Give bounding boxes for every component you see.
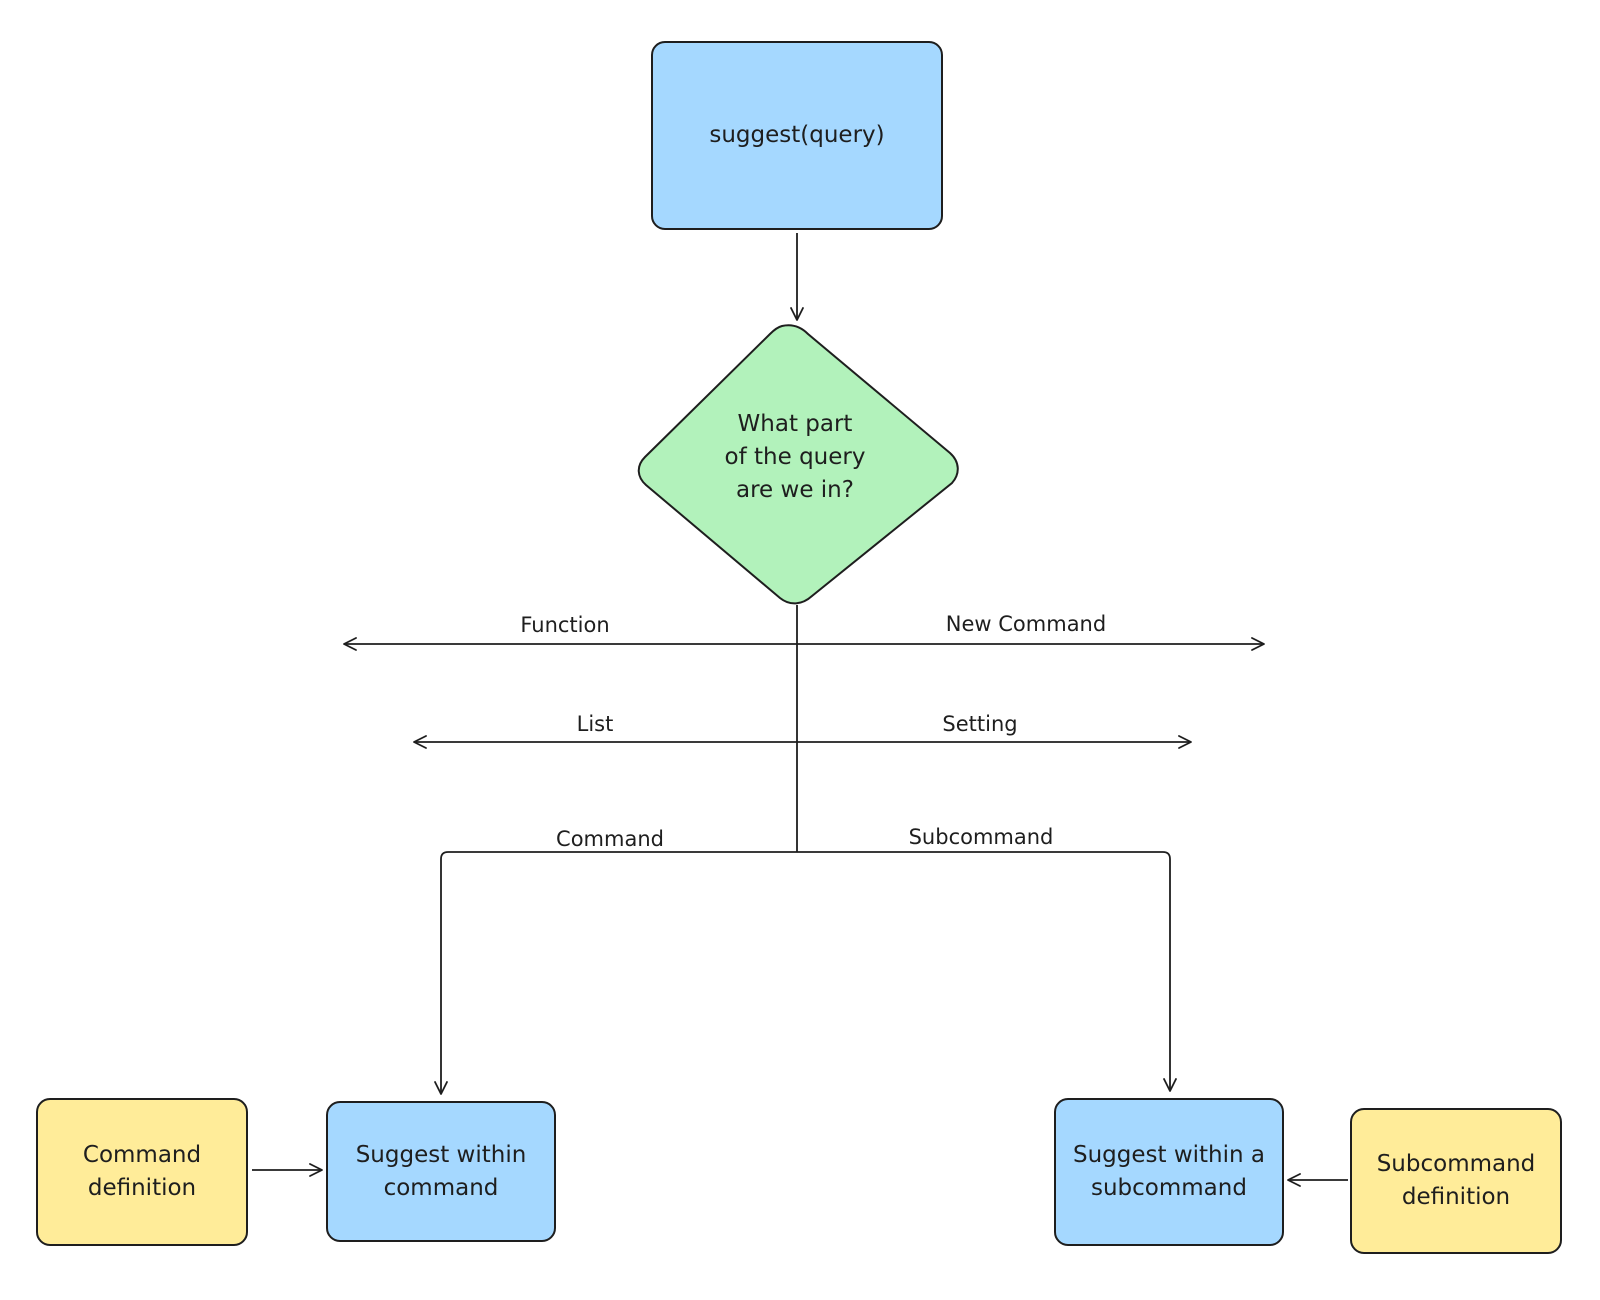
label-line: subcommand <box>1091 1175 1247 1201</box>
edge-label-setting: Setting <box>942 712 1018 736</box>
suggest-within-command-label: Suggest within command <box>356 1139 527 1205</box>
suggest-within-command-node[interactable]: Suggest within command <box>326 1101 556 1242</box>
decision-label-line: What part <box>737 411 853 437</box>
decision-label: What part of the query are we in? <box>675 408 915 507</box>
edge-label-list: List <box>576 712 614 736</box>
command-definition-label: Command definition <box>83 1139 201 1205</box>
decision-label-line: of the query <box>724 444 866 470</box>
edge-label-function: Function <box>520 613 610 637</box>
decision-label-line: are we in? <box>736 477 854 503</box>
arrow-command <box>434 851 797 1095</box>
subcommand-definition-node[interactable]: Subcommand definition <box>1350 1108 1562 1254</box>
label-line: definition <box>1401 1184 1511 1210</box>
suggest-query-label: suggest(query) <box>709 122 885 148</box>
suggest-query-node[interactable]: suggest(query) <box>651 41 943 230</box>
arrow-subcommand <box>797 851 1177 1092</box>
edge-label-subcommand: Subcommand <box>908 825 1054 849</box>
edge-label-command: Command <box>556 827 664 851</box>
suggest-within-subcommand-node[interactable]: Suggest within a subcommand <box>1054 1098 1284 1246</box>
label-line: Suggest within a <box>1072 1142 1265 1168</box>
edge-label-new-command: New Command <box>945 612 1107 636</box>
label-line: Command <box>82 1142 202 1168</box>
label-line: definition <box>87 1175 197 1201</box>
label-line: Suggest within <box>355 1141 527 1168</box>
label-line: command <box>383 1174 499 1201</box>
subcommand-definition-label: Subcommand definition <box>1377 1148 1536 1214</box>
decision-diamond[interactable] <box>637 324 959 605</box>
suggest-within-subcommand-label: Suggest within a subcommand <box>1073 1139 1265 1205</box>
label-line: Subcommand <box>1376 1151 1536 1177</box>
command-definition-node[interactable]: Command definition <box>36 1098 248 1246</box>
